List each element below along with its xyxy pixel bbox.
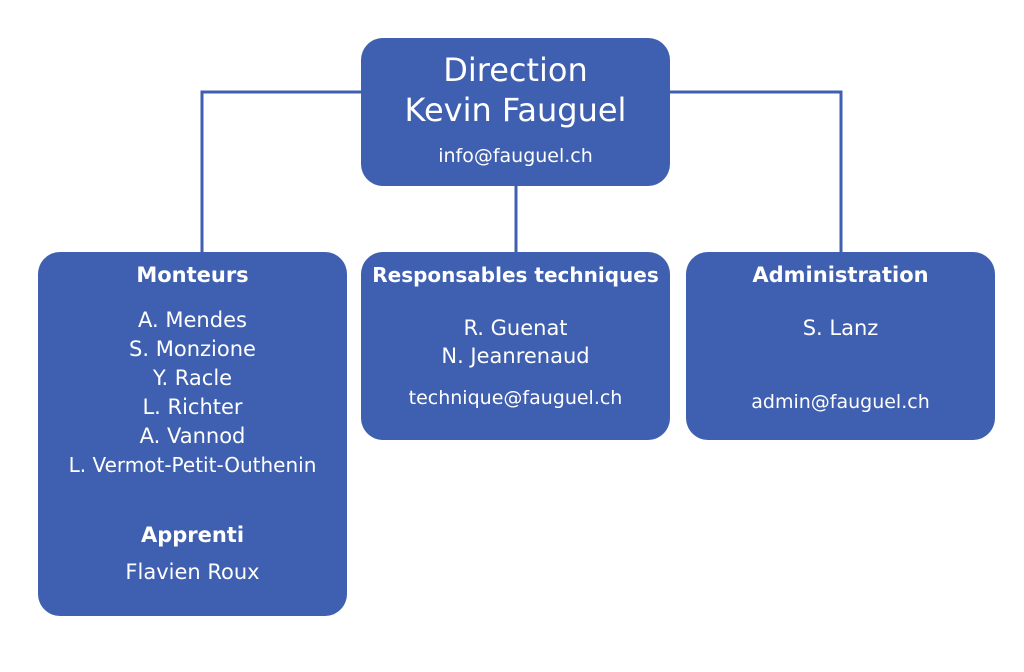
admin-member-name: S. Lanz [802, 316, 879, 340]
monteur-name: A. Mendes [138, 308, 247, 332]
monteur-name: L. Vermot-Petit-Outhenin [68, 453, 317, 477]
admin-title: Administration [752, 263, 929, 287]
tech-member-name: N. Jeanrenaud [441, 344, 590, 368]
direction-name: Kevin Fauguel [404, 91, 627, 129]
apprenti-name: Flavien Roux [125, 560, 260, 584]
admin-email: admin@fauguel.ch [751, 391, 930, 413]
tech-box: Responsables techniques R. Guenat N. Jea… [361, 252, 670, 440]
apprenti-list: Flavien Roux [38, 558, 347, 587]
apprenti-title: Apprenti [140, 523, 245, 547]
direction-box: Direction Kevin Fauguel info@fauguel.ch [361, 38, 670, 186]
tech-list: R. Guenat N. Jeanrenaud [361, 314, 670, 370]
monteurs-title: Monteurs [136, 263, 249, 287]
tech-title: Responsables techniques [372, 263, 659, 287]
connector-direction-admin [670, 90, 843, 252]
admin-list: S. Lanz [686, 314, 995, 343]
monteur-name: Y. Racle [152, 366, 233, 390]
tech-member-name: R. Guenat [463, 316, 568, 340]
monteur-name: S. Monzione [129, 337, 256, 361]
admin-box: Administration S. Lanz admin@fauguel.ch [686, 252, 995, 440]
monteurs-box: Monteurs A. Mendes S. Monzione Y. Racle … [38, 252, 347, 616]
tech-email: technique@fauguel.ch [408, 387, 623, 409]
connector-direction-monteurs [200, 90, 361, 252]
direction-email: info@fauguel.ch [438, 145, 593, 167]
monteurs-list: A. Mendes S. Monzione Y. Racle L. Richte… [38, 306, 347, 480]
direction-title: Direction [443, 51, 588, 89]
monteur-name: L. Richter [142, 395, 243, 419]
monteur-name: A. Vannod [139, 424, 246, 448]
